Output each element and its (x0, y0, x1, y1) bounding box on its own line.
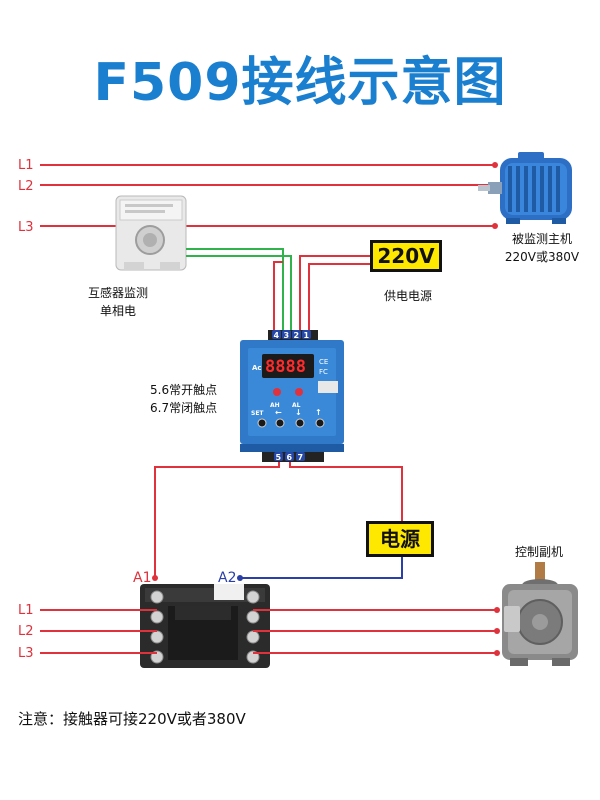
aux-motor-label: 控制副机 (514, 545, 563, 559)
arrow-down-icon: ↓ (295, 408, 302, 417)
top-l3-label: L3 (18, 220, 34, 235)
a2-label: A2 (218, 570, 236, 586)
terminal-3 (282, 330, 291, 339)
power-wire-top (289, 462, 403, 523)
supply-wire-3 (273, 261, 283, 330)
led-display (262, 354, 314, 378)
fc-mark: FC (319, 368, 328, 376)
display-digits: 8888 (265, 357, 306, 377)
main-motor-label-line1: 被监测主机 (511, 232, 572, 246)
wire-top-l1-end (492, 162, 498, 168)
terminal-4 (272, 330, 281, 339)
ct-wire-2 (186, 255, 292, 330)
ah-label: AH (270, 402, 280, 409)
aux-motor-icon (502, 562, 578, 666)
bottom-l1-label: L1 (18, 603, 34, 618)
terminal-4-label: 4 (274, 331, 280, 340)
a1-label: A1 (133, 570, 151, 586)
model-tag: Ac (252, 364, 262, 372)
sensor-label-line1: 互感器监测 (87, 286, 148, 300)
terminal-6-label: 6 (287, 453, 293, 462)
terminal-7-label: 7 (298, 453, 304, 462)
top-l2-label: L2 (18, 179, 34, 194)
terminal-2 (292, 330, 301, 339)
coil-wire-a1 (154, 462, 280, 578)
up-button (315, 418, 325, 428)
terminal-7 (296, 452, 305, 461)
supply-label: 供电电源 (383, 289, 432, 303)
al-label: AL (292, 402, 301, 409)
contacts-label-nc: 6.7常闭触点 (150, 401, 218, 415)
top-l1-label: L1 (18, 158, 34, 173)
set-button (257, 418, 267, 428)
main-motor-label: 被监测主机 220V或380V (490, 230, 594, 266)
diagram-title: F509接线示意图 (93, 53, 507, 113)
a1-node (152, 575, 158, 581)
terminal-3-label: 3 (284, 331, 290, 340)
terminal-1-label: 1 (304, 331, 310, 340)
a2-node (237, 575, 243, 581)
main-motor-label-line2: 220V或380V (504, 250, 580, 264)
contactor-icon (140, 584, 270, 668)
ce-mark: CE (319, 358, 328, 366)
terminal-2-label: 2 (294, 331, 300, 340)
note-text: 注意：接触器可接220V或者380V (18, 710, 246, 728)
wire-top-l3-end (492, 223, 498, 229)
f509-controller (240, 330, 344, 462)
ct-wire-1 (186, 248, 284, 330)
terminal-5-label: 5 (276, 453, 282, 462)
arrow-left-icon: ← (275, 408, 282, 417)
supply-wire-2 (308, 263, 372, 330)
coil-wire-a2 (240, 557, 403, 579)
bottom-l2-label: L2 (18, 624, 34, 639)
main-motor-icon (478, 152, 572, 224)
current-transformer-icon (115, 195, 187, 271)
supply-voltage-box: 220V (370, 240, 442, 272)
terminal-1 (302, 330, 311, 339)
bottom-l3-label: L3 (18, 646, 34, 661)
contacts-label-no: 5.6常开触点 (150, 383, 218, 397)
terminal-5 (274, 452, 283, 461)
down-button (295, 418, 305, 428)
power-box: 电源 (366, 521, 434, 557)
left-button (275, 418, 285, 428)
al-led (295, 388, 303, 396)
sensor-label-line2: 单相电 (99, 304, 136, 318)
contacts-label: 5.6常开触点 6.7常闭触点 (150, 381, 238, 417)
terminal-6 (285, 452, 294, 461)
set-label: SET (251, 410, 264, 417)
sensor-label: 互感器监测 单相电 (62, 284, 174, 320)
ah-led (273, 388, 281, 396)
supply-wire-1 (299, 255, 372, 330)
arrow-up-icon: ↑ (315, 408, 322, 417)
